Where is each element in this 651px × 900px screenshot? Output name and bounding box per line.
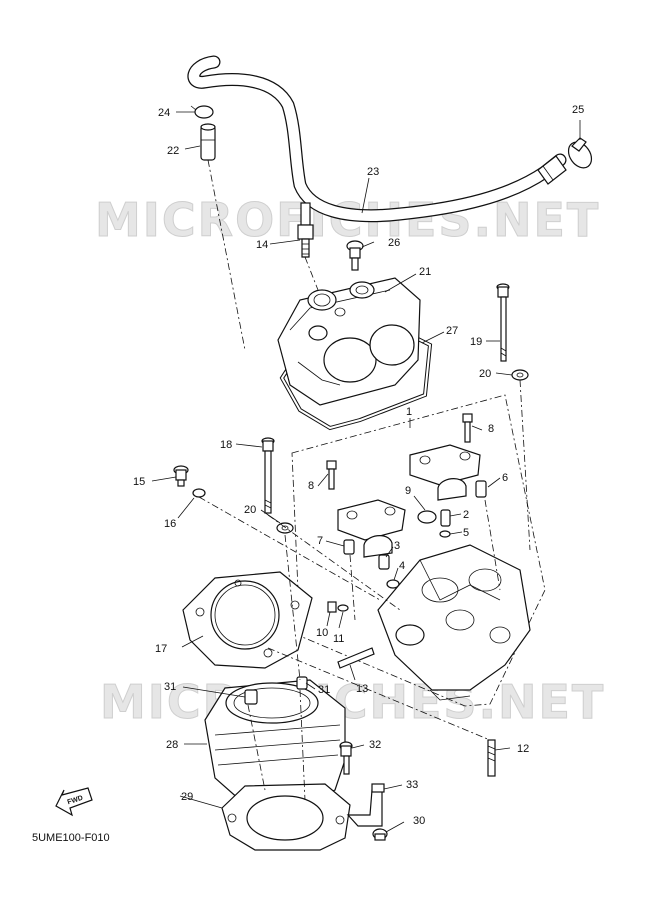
bolt-10: [327, 601, 337, 613]
head-bolt-18: [261, 437, 275, 514]
callout-13: 13: [356, 683, 368, 695]
callout-3: 3: [394, 540, 400, 552]
fitting-22: [200, 123, 216, 161]
cylinder-head-cover: [277, 277, 421, 406]
callout-7: 7: [317, 535, 323, 547]
leader-lines: [151, 111, 581, 833]
callout-26: 26: [388, 237, 400, 249]
fitting-2: [440, 509, 451, 527]
callout-12: 12: [517, 743, 529, 755]
cam-cap-right: [409, 444, 481, 501]
bolt-32: [339, 741, 353, 775]
spark-plug: [297, 202, 314, 258]
callout-9: 9: [405, 485, 411, 497]
bolt-8-right: [462, 413, 473, 443]
stud-12: [487, 739, 496, 777]
callout-2: 2: [463, 509, 469, 521]
base-gasket: [221, 783, 351, 851]
washer-11: [337, 604, 349, 612]
callout-23: 23: [367, 166, 379, 178]
callout-labels: 1 2 3 4 5 6 7 8 8 9 10 11 12 13 14 15 16…: [133, 104, 584, 827]
washer-20-left: [276, 522, 294, 534]
hose-clip: [567, 137, 593, 169]
head-gasket: [182, 571, 313, 669]
cylinder: [204, 676, 346, 806]
callout-27: 27: [446, 325, 458, 337]
dowel-3: [378, 554, 390, 570]
cover-bolt-26: [346, 240, 364, 271]
fwd-arrow: FWD: [55, 787, 93, 817]
head-bolt-19: [496, 283, 510, 362]
callout-30: 30: [413, 815, 425, 827]
callout-20-left: 20: [244, 504, 256, 516]
o-ring-5: [439, 530, 451, 538]
callout-20-right: 20: [479, 368, 491, 380]
callout-28: 28: [166, 739, 178, 751]
dowel-6: [475, 480, 487, 498]
callout-18: 18: [220, 439, 232, 451]
bracket-33: [346, 783, 385, 827]
callout-24: 24: [158, 107, 170, 119]
callout-4: 4: [399, 560, 405, 572]
callout-8-right: 8: [488, 423, 494, 435]
callout-10: 10: [316, 627, 328, 639]
callout-14: 14: [256, 239, 268, 251]
callout-32: 32: [369, 739, 381, 751]
bolt-30: [372, 828, 388, 841]
watermark-bottom: MICROFICHES.NET: [100, 675, 605, 729]
dowel-7: [343, 539, 355, 555]
fwd-label: FWD: [67, 795, 84, 807]
callout-17: 17: [155, 643, 167, 655]
cam-cap-left: [337, 499, 406, 558]
plug-9: [417, 510, 437, 524]
callout-11: 11: [333, 633, 344, 645]
callout-31-left: 31: [164, 681, 176, 693]
bolt-15: [173, 465, 189, 487]
washer-20-right: [511, 369, 529, 381]
cylinder-head: [377, 544, 531, 701]
callout-31-right: 31: [318, 684, 330, 696]
callout-25: 25: [572, 104, 584, 116]
callout-1: 1: [406, 406, 412, 418]
washer-4: [386, 579, 400, 589]
breather-hose: [187, 55, 567, 223]
gasket-16: [192, 488, 206, 498]
assembly-lines: [198, 159, 531, 801]
callout-22: 22: [167, 145, 179, 157]
diagram-code: 5UME100-F010: [32, 832, 110, 844]
callout-29: 29: [181, 791, 193, 803]
callout-16: 16: [164, 518, 176, 530]
stud-13: [337, 647, 375, 669]
callout-33: 33: [406, 779, 418, 791]
callout-19: 19: [470, 336, 482, 348]
callout-15: 15: [133, 476, 145, 488]
callout-21: 21: [419, 266, 431, 278]
bolt-8-left: [326, 460, 337, 490]
callout-5: 5: [463, 527, 469, 539]
callout-8-left: 8: [308, 480, 314, 492]
callout-6: 6: [502, 472, 508, 484]
